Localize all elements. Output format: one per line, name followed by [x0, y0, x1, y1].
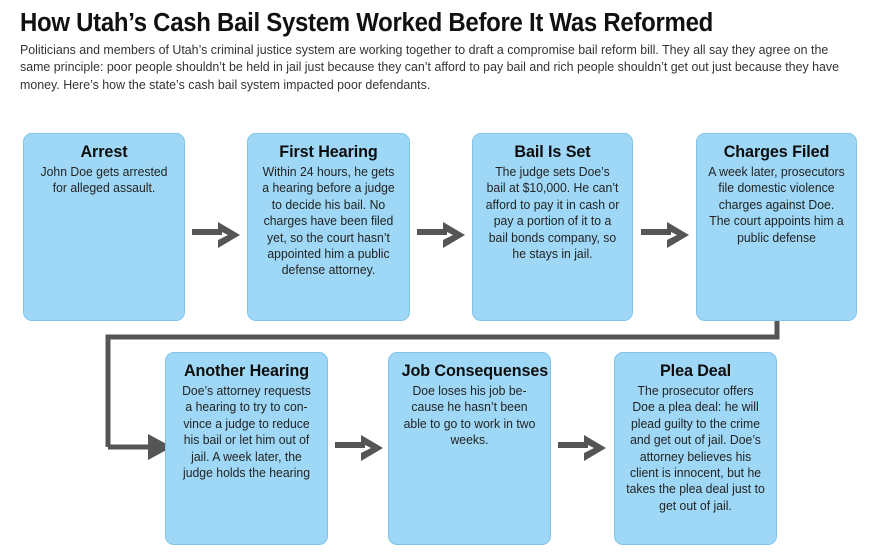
flow-box-body: Doe’s attorney requests a hearing to try…	[182, 384, 311, 481]
arrow-right-icon	[641, 220, 691, 250]
flow-box-title: Arrest	[80, 142, 128, 161]
flow-box-body: Within 24 hours, he gets a hearing befor…	[262, 165, 395, 278]
flow-box-title: Plea Deal	[660, 361, 731, 380]
flow-box-body: John Doe gets arrested for alleged assau…	[40, 165, 168, 196]
arrow-right-icon	[558, 433, 608, 463]
flow-box-charges-filed[interactable]: Charges Filed A week later, prosecutors …	[696, 133, 857, 321]
flow-box-title: Charges Filed	[723, 142, 830, 161]
flow-box-plea-deal[interactable]: Plea Deal The prosecutor offers Doe a pl…	[614, 352, 777, 545]
page-subtitle: Politicians and members of Utah’s crimin…	[20, 43, 840, 92]
flow-box-body: A week later, prosecutors file domestic …	[708, 165, 845, 245]
flow-box-body: The prosecutor offers Doe a plea deal: h…	[626, 384, 765, 513]
flow-box-another-hearing[interactable]: Another Hearing Doe’s attorney requests …	[165, 352, 328, 545]
flow-box-body: The judge sets Doe’s bail at $10,000. He…	[485, 165, 620, 262]
flow-box-body: Doe loses his job be-cause he hasn’t bee…	[403, 384, 536, 448]
page-title: How Utah’s Cash Bail System Worked Befor…	[20, 9, 713, 37]
header: How Utah’s Cash Bail System Worked Befor…	[20, 8, 865, 94]
flow-box-job-consequenses[interactable]: Job Consequenses Doe loses his job be-ca…	[388, 352, 551, 545]
arrow-right-icon	[192, 220, 242, 250]
flow-box-title: First Hearing	[279, 142, 378, 161]
flow-box-bail-is-set[interactable]: Bail Is Set The judge sets Doe’s bail at…	[472, 133, 633, 321]
flow-box-title: Job Consequenses	[401, 361, 549, 380]
arrow-right-icon	[417, 220, 467, 250]
flow-box-first-hearing[interactable]: First Hearing Within 24 hours, he gets a…	[247, 133, 410, 321]
flow-box-title: Bail Is Set	[514, 142, 591, 161]
arrow-right-icon	[335, 433, 385, 463]
flow-box-arrest[interactable]: Arrest John Doe gets arrested for allege…	[23, 133, 185, 321]
flow-box-title: Another Hearing	[183, 361, 310, 380]
